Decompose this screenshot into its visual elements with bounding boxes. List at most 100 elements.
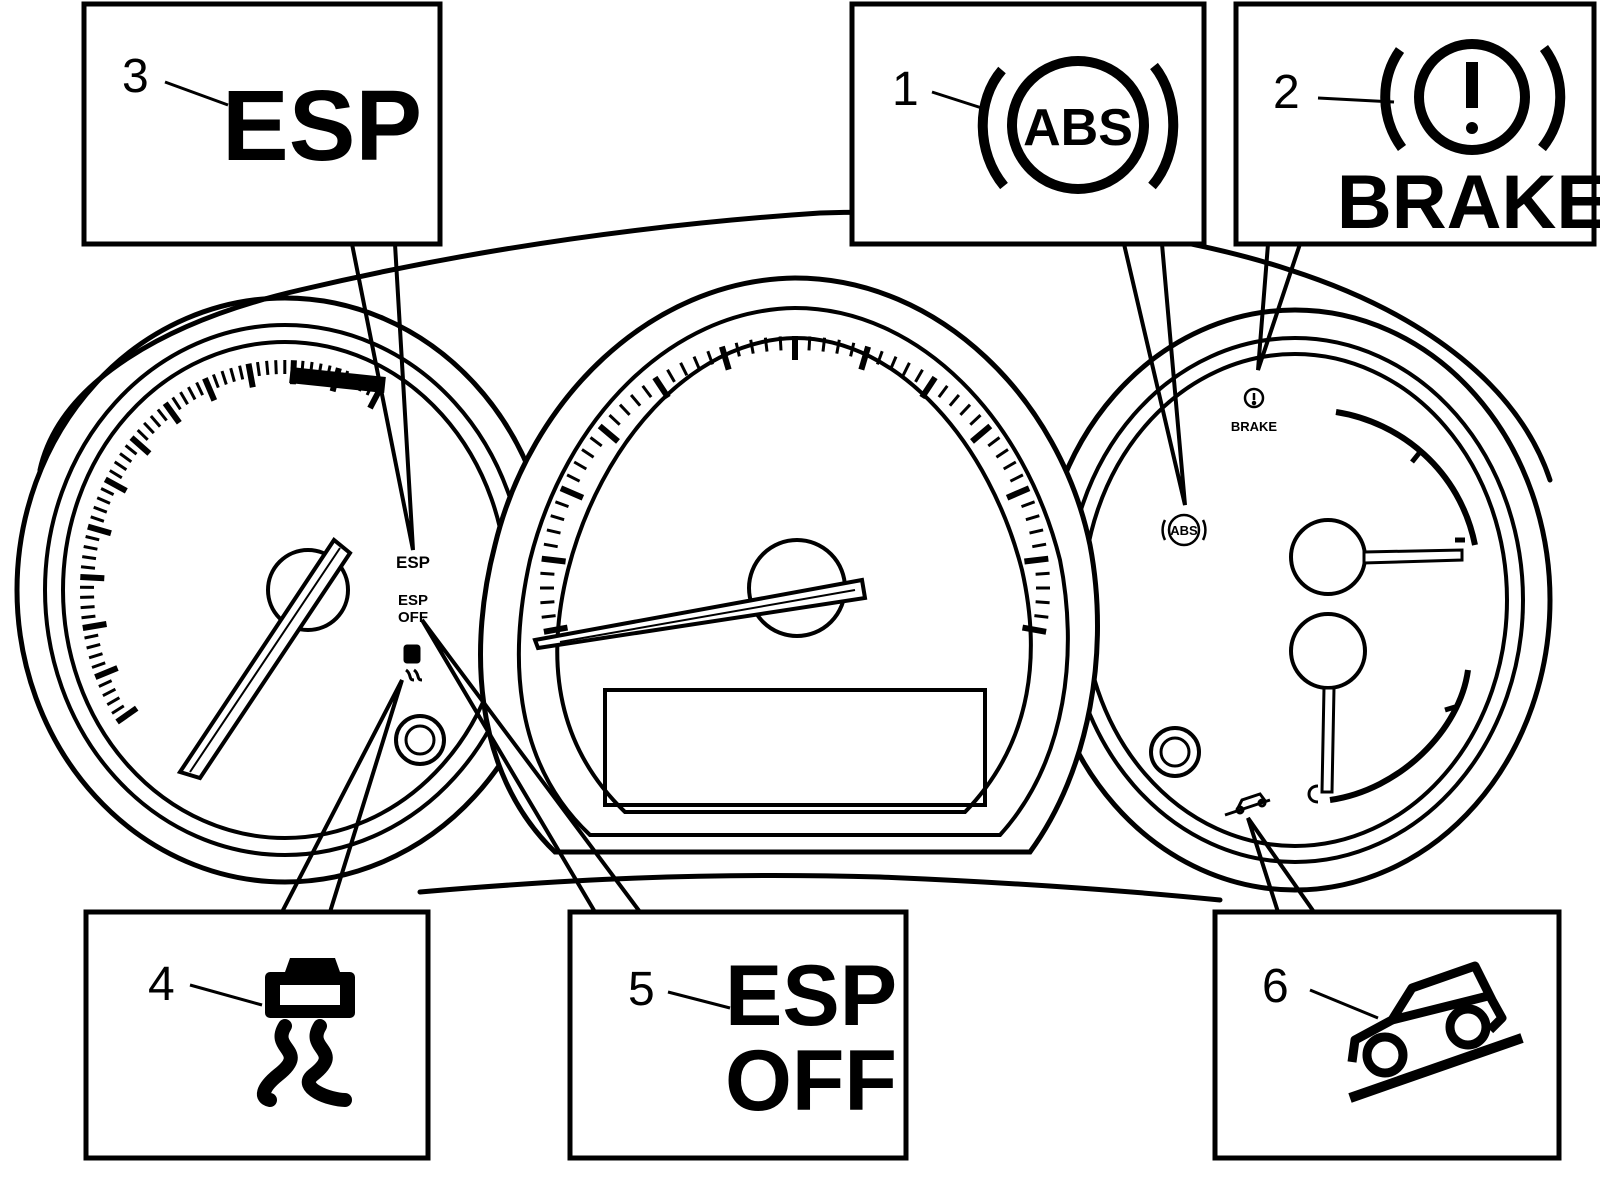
left-gauge-tick <box>158 410 167 421</box>
left-gauge-tick <box>105 479 126 491</box>
left-gauge-tick <box>88 527 111 534</box>
leader-line-4 <box>282 680 402 912</box>
left-gauge-tick <box>144 423 154 433</box>
center-gauge <box>481 278 1098 852</box>
left-gauge-tick <box>107 698 119 705</box>
left-gauge-tick <box>85 635 99 638</box>
left-gauge-tick <box>94 507 107 512</box>
left-gauge-tick <box>181 392 188 404</box>
center-gauge-tick <box>1034 616 1048 618</box>
left-gauge-tick <box>81 607 95 608</box>
callout-2-number: 2 <box>1273 66 1300 119</box>
callout-4-number: 4 <box>148 958 175 1011</box>
left-gauge-tick <box>240 366 243 380</box>
left-gauge-tick <box>213 375 218 388</box>
left-gauge-tick <box>231 368 235 382</box>
left-gauge-tick <box>173 398 181 410</box>
left-gauge-tick <box>84 547 98 550</box>
left-gauge-tick <box>276 360 277 374</box>
right-gauge <box>1040 310 1550 890</box>
center-gauge-tick <box>540 602 554 603</box>
left-gauge-tick <box>87 644 101 648</box>
right-gauge-bezel-inner <box>1067 338 1523 862</box>
callout-3-number: 3 <box>122 50 149 103</box>
right-upper-scale-tick-1 <box>1412 452 1420 462</box>
callout-2-brake-label: BRAKE <box>1337 160 1600 245</box>
callout-5-esp-label: ESP <box>725 948 897 1044</box>
left-gauge-reset-knob-inner <box>406 726 434 754</box>
left-gauge-tick <box>117 708 137 722</box>
left-gauge-tick <box>103 689 116 696</box>
right-lower-scale-arc <box>1330 670 1468 800</box>
center-gauge-tick <box>1024 559 1048 562</box>
left-gauge-tick <box>92 663 105 668</box>
cluster-esp-indicator: ESP <box>396 553 430 572</box>
callout-5-number: 5 <box>628 963 655 1016</box>
left-gauge-tick <box>197 383 203 396</box>
left-gauge-tick <box>258 362 260 376</box>
center-gauge-tick <box>1023 628 1047 632</box>
left-gauge-tick <box>89 654 102 658</box>
left-gauge-tick <box>81 567 95 568</box>
left-gauge-tick <box>97 498 110 504</box>
right-lower-needle-hub <box>1291 614 1365 688</box>
center-gauge-tick <box>809 336 810 350</box>
right-gauge-dial <box>1083 354 1507 846</box>
center-gauge-tick <box>542 616 556 618</box>
center-gauge-tick <box>1036 602 1050 603</box>
left-gauge-tick <box>99 681 112 687</box>
right-lower-scale-tick-1 <box>1445 707 1455 710</box>
left-gauge-tick <box>188 387 195 399</box>
left-gauge-tick <box>83 624 107 628</box>
left-gauge-tick <box>91 517 104 522</box>
right-lower-needle-tail <box>1309 786 1318 802</box>
callout-5-off-label: OFF <box>725 1033 897 1129</box>
left-gauge <box>17 298 553 882</box>
right-gauge-knob-outer <box>1151 728 1199 776</box>
left-gauge-tick <box>126 445 137 454</box>
callout-box-4 <box>86 912 428 1158</box>
leader-line-6 <box>1248 818 1314 912</box>
cluster-hill-descent-indicator-icon <box>1225 794 1270 815</box>
left-gauge-tick <box>205 378 214 400</box>
left-gauge-tick <box>120 454 131 462</box>
left-gauge-needle-center <box>190 548 340 772</box>
center-gauge-tick <box>765 338 767 352</box>
cluster-skid-indicator-icon <box>405 646 422 680</box>
left-gauge-tick <box>151 416 160 427</box>
center-gauge-tick <box>542 559 566 562</box>
callout-1-number: 1 <box>892 63 919 116</box>
right-upper-scale-arc <box>1336 412 1475 545</box>
callout-3-esp-label: ESP <box>222 70 422 182</box>
left-gauge-tick <box>138 430 148 440</box>
cluster-brake-indicator-text: BRAKE <box>1231 419 1278 434</box>
center-gauge-tick <box>823 338 825 352</box>
cluster-esp-off-indicator-line1: ESP <box>398 592 428 609</box>
left-gauge-tick <box>249 364 253 388</box>
left-gauge-redzone <box>290 375 385 385</box>
left-gauge-tick <box>80 577 104 578</box>
right-upper-needle-hub <box>1291 520 1365 594</box>
left-gauge-tick <box>95 668 117 677</box>
left-gauge-tick <box>86 537 100 540</box>
cluster-brake-indicator-icon: BRAKE <box>1231 389 1278 434</box>
center-gauge-tick <box>780 336 781 350</box>
right-gauge-bezel-outer <box>1040 310 1550 890</box>
left-gauge-tick <box>101 489 114 495</box>
leader-line-3 <box>352 244 413 550</box>
left-gauge-reset-knob-outer <box>396 716 444 764</box>
right-lower-needle <box>1322 688 1334 792</box>
cluster-abs-indicator-text: ABS <box>1170 523 1198 538</box>
left-gauge-tick <box>267 361 268 375</box>
left-gauge-tick <box>222 371 226 384</box>
left-gauge-tick <box>82 616 96 618</box>
left-gauge-tick <box>112 706 124 714</box>
left-gauge-tick <box>115 462 127 470</box>
left-gauge-tick <box>110 471 122 478</box>
center-gauge-tick <box>540 573 554 574</box>
callout-6-number: 6 <box>1262 960 1289 1013</box>
right-gauge-knob-inner <box>1161 738 1189 766</box>
cluster-abs-indicator-icon: ABS <box>1163 515 1206 545</box>
